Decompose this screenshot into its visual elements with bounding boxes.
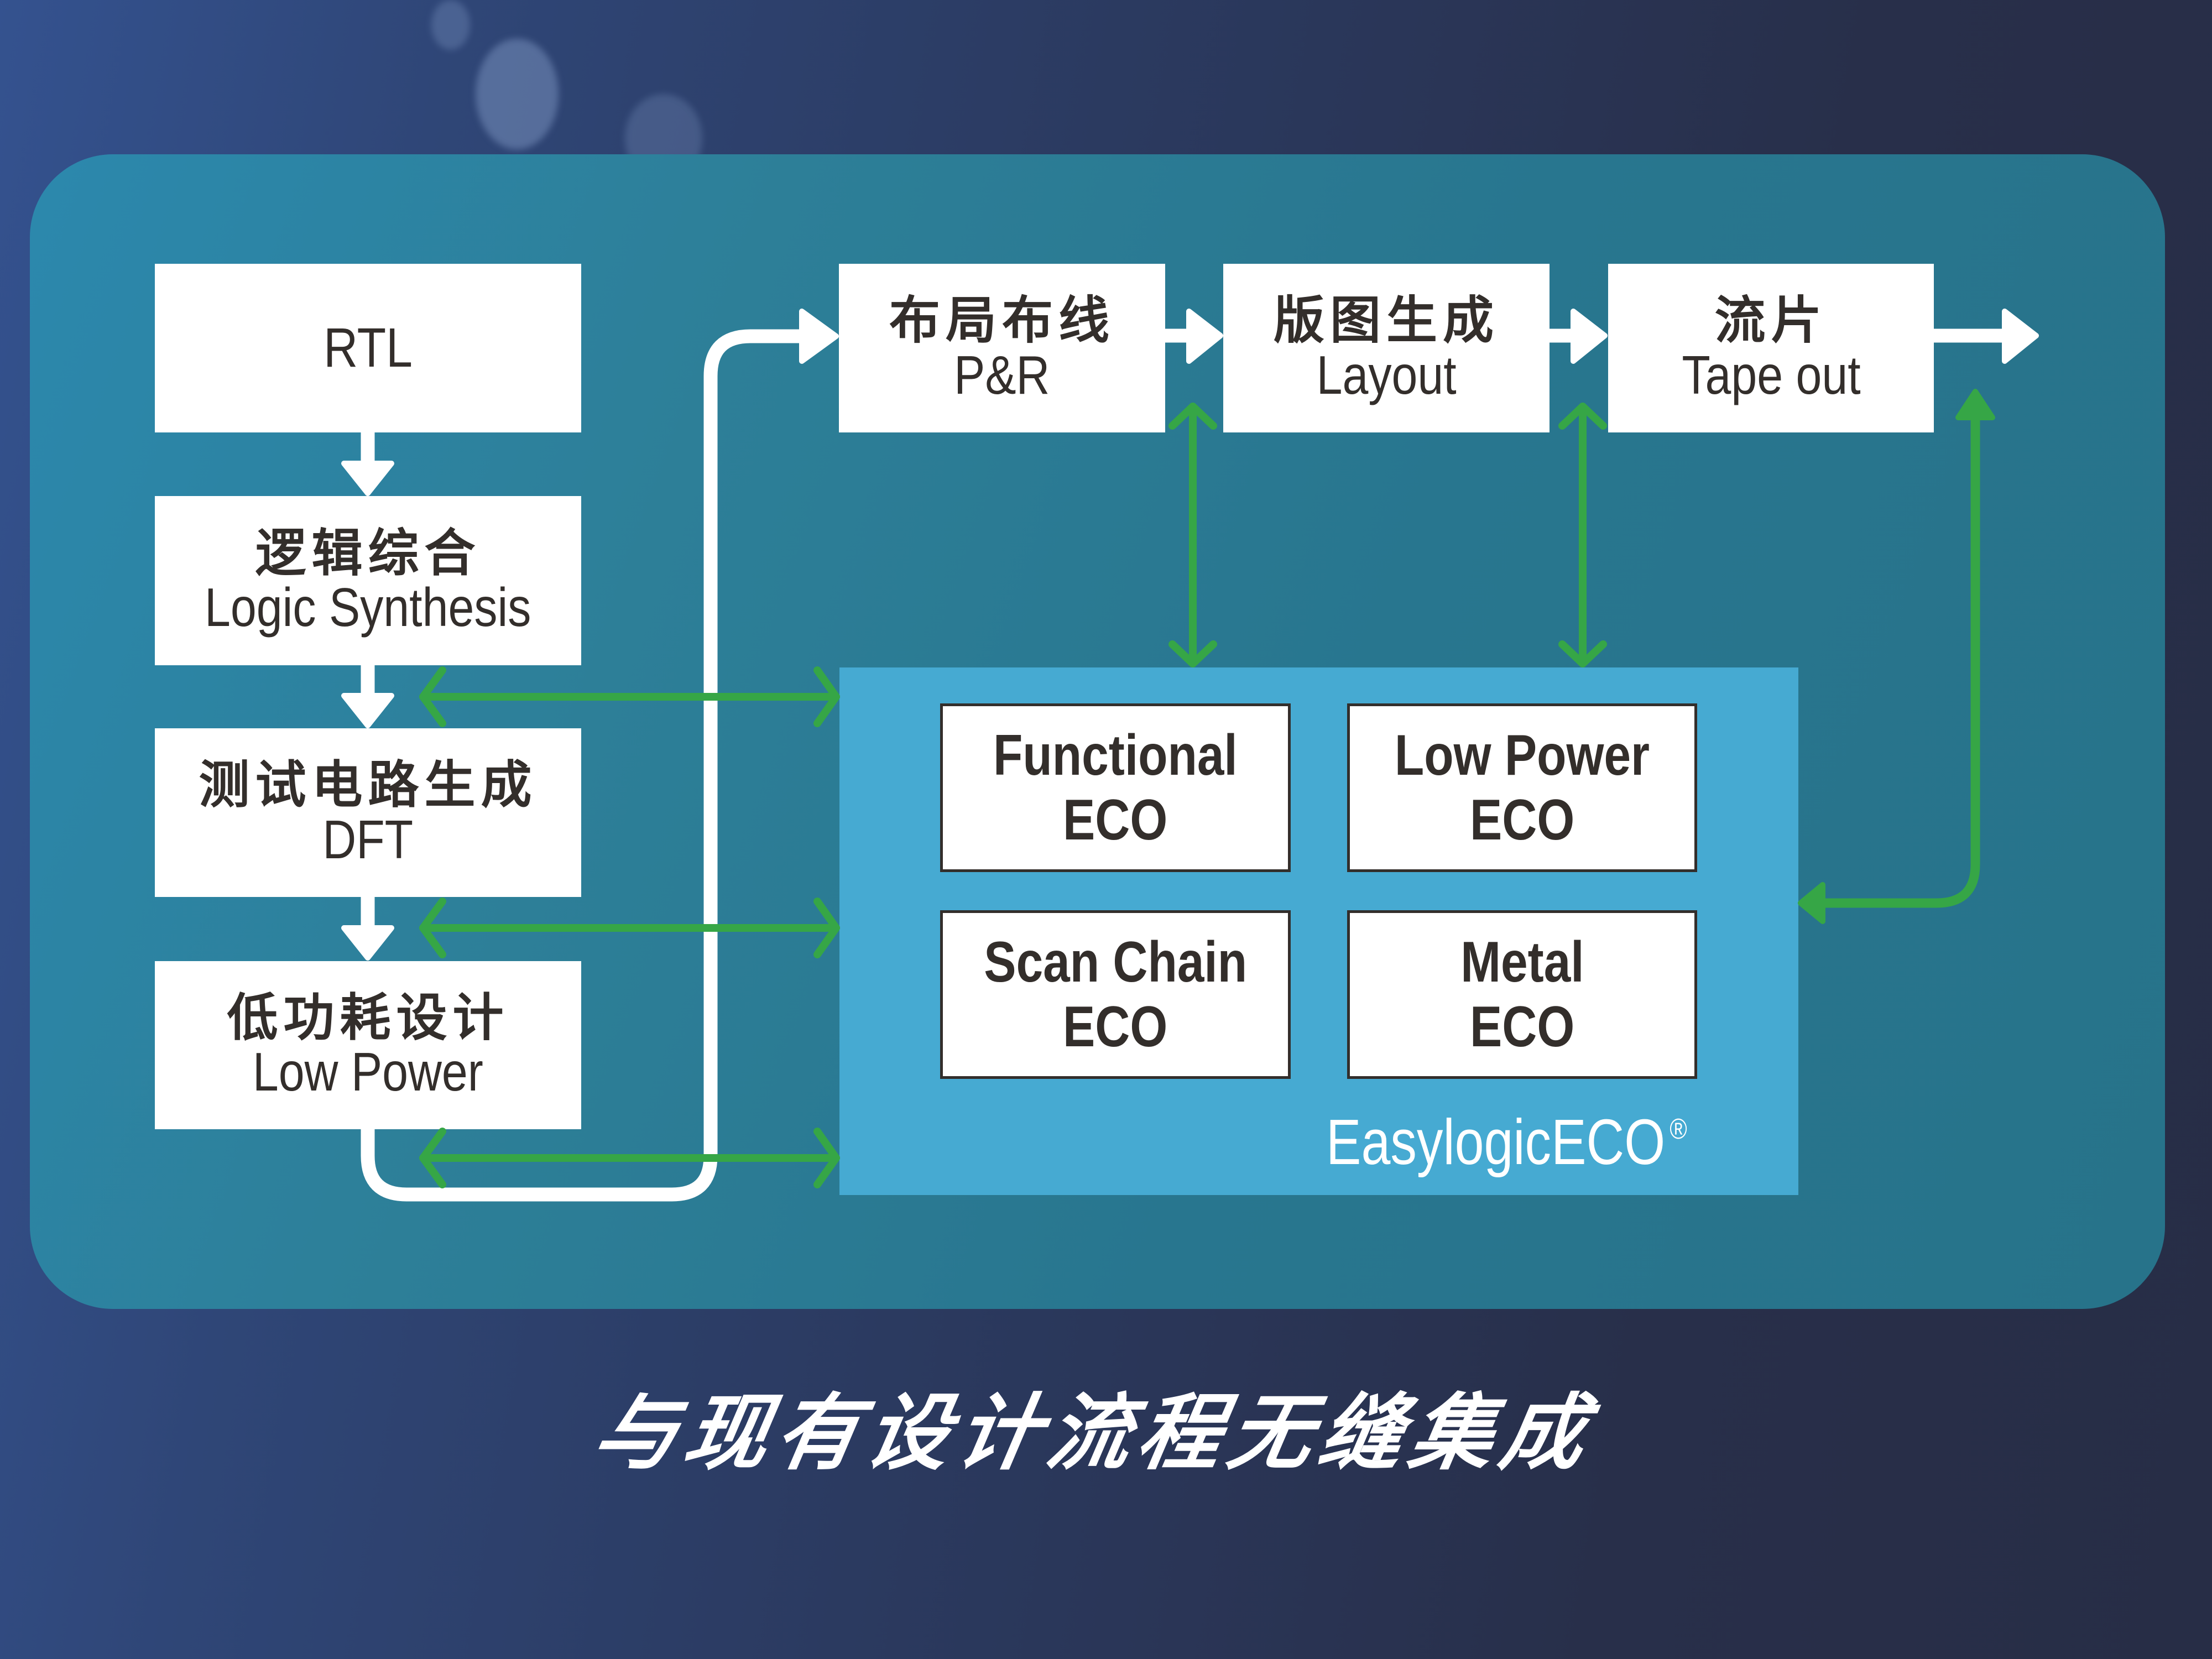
flow-step-place-route[interactable]: 布局布线 P&R [839, 264, 1165, 432]
arrowhead-up-icon [1955, 389, 1995, 420]
arrowhead-right-icon [799, 309, 839, 364]
flow-step-dft[interactable]: 测试电路生成 DFT [155, 728, 581, 897]
eco-module-scan-chain[interactable]: Scan Chain ECO [940, 910, 1291, 1079]
brand-text: EasylogicECO [1326, 1106, 1666, 1178]
arrowhead-left-icon [1798, 882, 1825, 924]
eco-module-line1: Functional [993, 723, 1238, 788]
eco-arrowheads [1798, 389, 1995, 924]
eco-module-line2: ECO [1063, 787, 1168, 852]
flow-step-tape-out[interactable]: 流片 Tape out [1608, 264, 1934, 432]
caption: 与现有设计流程无缝集成 [586, 1385, 1601, 1481]
eco-module-line1: Low Power [1394, 723, 1650, 788]
arrowhead-right-icon [1186, 309, 1223, 364]
step-label-zh: 版图生成 [1273, 291, 1499, 351]
eco-module-line1: Scan Chain [984, 930, 1247, 995]
step-label-en: RTL [324, 317, 413, 379]
eco-module-line1: Metal [1460, 930, 1584, 995]
step-label-en: DFT [322, 808, 414, 870]
background-bokeh [431, 0, 470, 50]
step-label-en: Low Power [253, 1041, 483, 1103]
eco-module-metal[interactable]: Metal ECO [1347, 910, 1697, 1079]
eco-link-tapeout [1820, 415, 1980, 908]
step-label-en: Tape out [1681, 344, 1861, 405]
eco-link-dft [419, 898, 840, 958]
eco-brand-name: EasylogicECO® [1326, 1105, 1687, 1179]
eco-module-line2: ECO [1063, 994, 1168, 1059]
registered-mark: ® [1670, 1113, 1687, 1145]
flow-step-layout[interactable]: 版图生成 Layout [1223, 264, 1550, 432]
eco-module-line2: ECO [1469, 994, 1575, 1059]
step-label-zh: 低功耗设计 [227, 988, 509, 1047]
eco-module-low-power[interactable]: Low Power ECO [1347, 703, 1697, 872]
arrowhead-right-icon [2002, 309, 2039, 364]
step-label-zh: 流片 [1714, 291, 1828, 351]
eco-link-logic [419, 666, 840, 727]
arrowhead-down-icon [341, 693, 394, 728]
eco-link-layout [1558, 403, 1607, 667]
eco-module-line2: ECO [1469, 787, 1575, 852]
flow-arrow-lowpower-pr [361, 329, 802, 1202]
flow-step-logic-synthesis[interactable]: 逻辑综合 Logic Synthesis [155, 496, 581, 665]
flow-connectors [361, 328, 2005, 1202]
step-label-zh: 布局布线 [889, 291, 1115, 351]
eco-link-pr [1168, 403, 1217, 667]
flow-step-rtl[interactable]: RTL [155, 264, 581, 432]
arrowhead-down-icon [341, 461, 394, 496]
step-label-zh: 测试电路生成 [199, 755, 538, 815]
flow-arrowheads [341, 309, 2039, 961]
step-label-en: Logic Synthesis [205, 577, 531, 638]
background-bokeh [476, 39, 559, 149]
step-label-zh: 逻辑综合 [255, 523, 481, 583]
arrowhead-down-icon [341, 925, 394, 961]
eco-link-lowpower [419, 1128, 840, 1188]
step-label-en: P&R [954, 344, 1050, 405]
eco-module-functional[interactable]: Functional ECO [940, 703, 1291, 872]
step-label-en: Layout [1316, 344, 1457, 405]
eco-connectors [419, 403, 1980, 1188]
arrowhead-right-icon [1571, 309, 1608, 364]
flow-step-low-power[interactable]: 低功耗设计 Low Power [155, 961, 581, 1129]
